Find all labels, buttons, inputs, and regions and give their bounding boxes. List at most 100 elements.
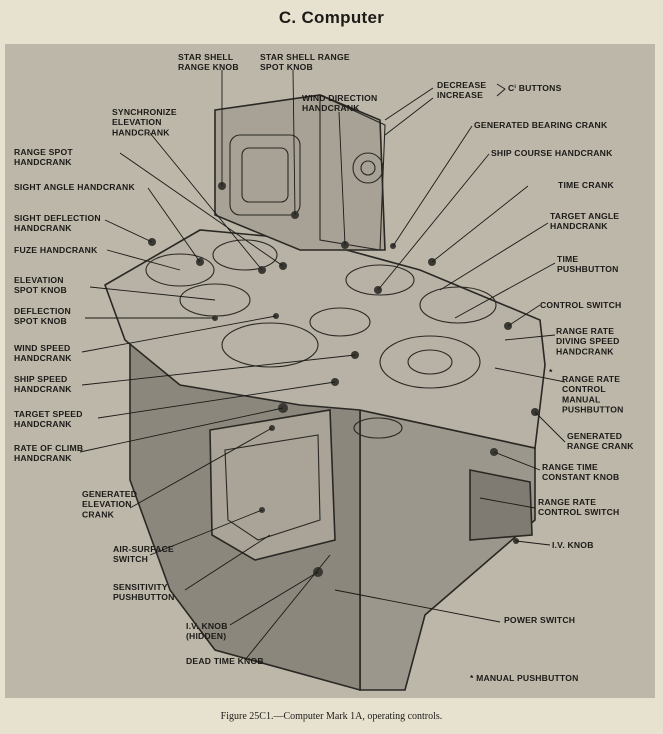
label-line: PUSHBUTTON [113,592,175,602]
label-iv-knob-hidden: I.V. KNOB(HIDDEN) [186,621,228,641]
label-line: GENERATED BEARING CRANK [474,120,608,130]
label-line: TIME CRANK [558,180,615,190]
label-line: POWER SWITCH [504,615,575,625]
label-line: CONTROL [562,384,606,394]
label-line: RANGE RATE [562,374,620,384]
label-line: ELEVATION [14,275,64,285]
label-line: HANDCRANK [14,353,72,363]
label-fuze-handcrank: FUZE HANDCRANK [14,245,98,255]
label-line: RANGE TIME [542,462,598,472]
label-line: CONTROL SWITCH [538,507,619,517]
label-line: TIME [557,254,578,264]
label-line: SIGHT DEFLECTION [14,213,101,223]
label-line: HANDCRANK [14,453,72,463]
label-line: INCREASE [437,90,483,100]
label-line: SHIP COURSE HANDCRANK [491,148,613,158]
label-line: ELEVATION [112,117,162,127]
label-line: HANDCRANK [302,103,360,113]
label-line: Cⁱ BUTTONS [508,82,562,93]
label-line: RANGE RATE [556,326,614,336]
label-line: SWITCH [113,554,148,564]
label-generated-bearing-crank: GENERATED BEARING CRANK [474,120,608,130]
label-line: HANDCRANK [14,384,72,394]
label-line: SHIP SPEED [14,374,67,384]
label-line: RANGE CRANK [567,441,634,451]
leader-lines [79,69,566,661]
label-sight-angle-handcrank: SIGHT ANGLE HANDCRANK [14,182,135,192]
label-line: CONSTANT KNOB [542,472,619,482]
label-line: HANDCRANK [550,221,608,231]
label-manual-pushbutton-note: * MANUAL PUSHBUTTON [470,673,579,683]
label-line: TARGET SPEED [14,409,83,419]
label-line: TARGET ANGLE [550,211,619,221]
label-line: RANGE SPOT [14,147,73,157]
section-heading: C. Computer [278,8,385,27]
label-line: HANDCRANK [14,223,72,233]
c-buttons-brace [496,83,506,97]
label-line: SENSITIVITY [113,582,168,592]
label-line: ELEVATION [82,499,132,509]
label-line: DECREASE [437,80,486,90]
label-line: GENERATED [82,489,137,499]
label-line: SIGHT ANGLE HANDCRANK [14,182,135,192]
label-line: RANGE RATE [538,497,596,507]
label-line: DEFLECTION [14,306,71,316]
label-line: GENERATED [567,431,622,441]
label-line: AIR-SURFACE [113,544,174,554]
label-dead-time-knob: DEAD TIME KNOB [186,656,264,666]
label-line: SPOT KNOB [260,62,313,72]
label-line: STAR SHELL RANGE [260,52,350,62]
label-line: HANDCRANK [14,157,72,167]
label-line: DIVING SPEED [556,336,620,346]
label-line: SPOT KNOB [14,316,67,326]
label-line: FUZE HANDCRANK [14,245,98,255]
label-line: CRANK [82,509,115,519]
label-line: STAR SHELL [178,52,233,62]
label-line: HANDCRANK [14,419,72,429]
label-line: RATE OF CLIMB [14,443,83,453]
label-line: HANDCRANK [556,346,614,356]
figure-caption: Figure 25C1.—Computer Mark 1A, operating… [220,711,443,722]
machine-drawing [104,94,546,692]
label-line: I.V. KNOB [186,621,228,631]
label-line: (HIDDEN) [186,631,226,641]
label-time-crank: TIME CRANK [558,180,615,190]
label-iv-knob: I.V. KNOB [552,540,594,550]
label-power-switch: POWER SWITCH [504,615,575,625]
label-line: WIND SPEED [14,343,70,353]
label-line: PUSHBUTTON [557,264,619,274]
label-line: MANUAL [562,394,600,404]
label-line: * MANUAL PUSHBUTTON [470,673,579,683]
label-line: SYNCHRONIZE [112,107,177,117]
label-line: DEAD TIME KNOB [186,656,264,666]
label-line: HANDCRANK [112,127,170,137]
label-line: SPOT KNOB [14,285,67,295]
asterisk-marker: * [549,367,553,377]
label-control-switch: CONTROL SWITCH [540,300,621,310]
label-line: WIND DIRECTION [302,93,377,103]
